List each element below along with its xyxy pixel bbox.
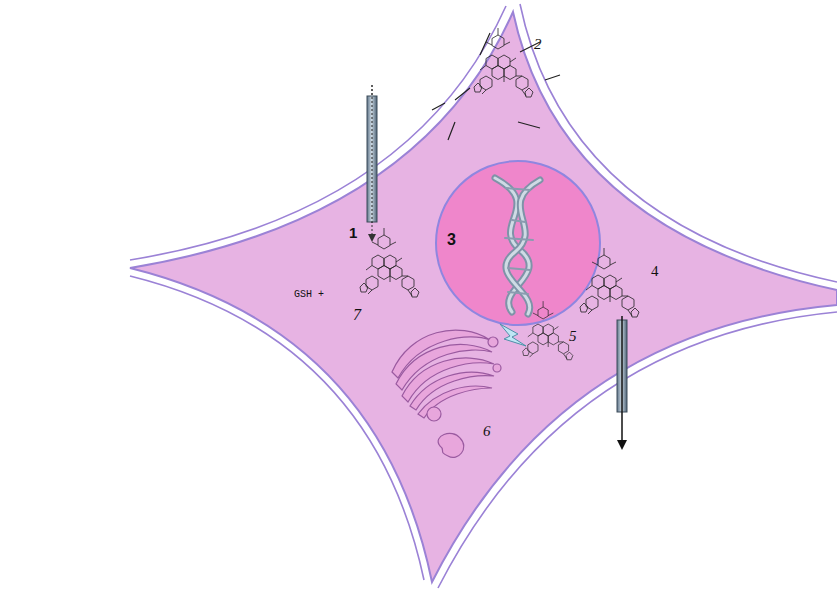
efflux-arrowhead	[617, 440, 627, 450]
callout-number: 1	[349, 225, 357, 242]
influx-path	[372, 85, 373, 225]
influx-arrowhead	[368, 234, 376, 242]
callout-number: 4	[651, 263, 659, 280]
callout-number: 3	[447, 231, 456, 249]
nucleus	[436, 161, 600, 325]
callout-number: 6	[483, 423, 491, 440]
compound-structure	[523, 301, 573, 360]
cell-membrane	[130, 12, 837, 582]
callout-number: 2	[534, 36, 542, 53]
golgi-apparatus	[392, 330, 501, 457]
compound-structure	[360, 228, 419, 297]
compound-structure	[474, 28, 533, 97]
efflux-arrow	[621, 316, 623, 444]
dispersion-marks	[432, 33, 560, 140]
oxidative-stress-bolt	[500, 324, 526, 346]
dna-helix	[495, 178, 540, 314]
callout-number: 7	[353, 306, 361, 324]
callout-number: 5	[569, 328, 577, 345]
compound-label: GSH +	[294, 289, 324, 300]
cell-membrane-outer	[130, 4, 837, 588]
compound-structure	[580, 248, 639, 317]
